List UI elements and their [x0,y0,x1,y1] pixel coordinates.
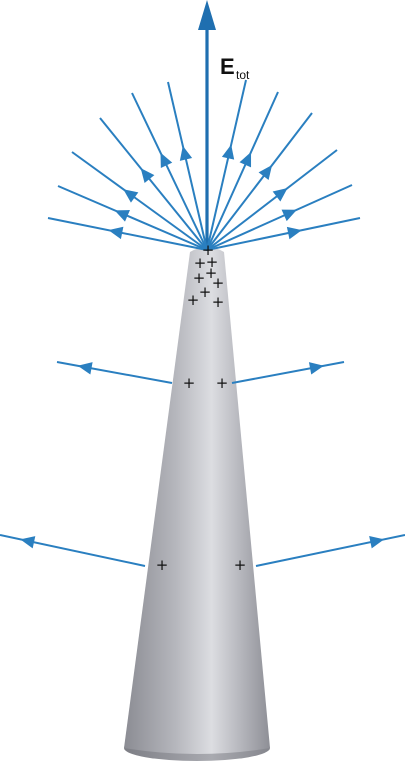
field-arrowhead [20,536,36,549]
positive-charge: + [206,253,219,271]
conductor-cone [124,247,270,761]
positive-charge: + [205,264,218,282]
field-arrowhead [123,189,139,203]
positive-charge: + [234,556,247,574]
positive-charge: + [183,374,196,392]
fan-field-line [167,81,208,251]
side-field-line-low-left [0,534,146,567]
field-arrowhead [258,165,273,181]
fan-field-line [57,185,208,251]
fan-field-line [131,92,208,251]
field-arrowhead [286,226,302,240]
positive-charge: + [193,269,206,287]
field-arrowhead [281,209,297,222]
field-arrowhead [77,362,93,375]
fan-field-line [206,184,353,251]
positive-charge: + [212,293,225,311]
surface-charges: +++++++++++++ [156,241,247,574]
cone-body [124,247,270,754]
fan-field-line [99,117,208,251]
fan-field-line [206,79,247,251]
field-arrowhead [369,536,385,549]
positive-charge: + [212,274,225,292]
field-lines [0,79,405,567]
positive-charge: + [187,291,200,309]
field-arrowhead [114,210,130,222]
field-arrowhead [221,144,235,160]
side-field-line-mid-right [231,361,345,384]
side-field-line-mid-left [56,361,173,384]
field-label-subscript: tot [236,68,250,82]
fan-field-line [206,149,338,251]
field-arrowhead [272,188,288,202]
positive-charge: + [199,283,212,301]
positive-charge: + [202,241,215,259]
field-arrowhead [308,362,324,375]
fan-field-line [47,217,208,251]
fan-field-line [206,91,279,251]
positive-charge: + [194,254,207,272]
field-label: E tot [220,54,250,82]
positive-charge: + [216,374,229,392]
field-label-symbol: E [220,54,235,79]
side-field-line-low-right [255,534,405,567]
fan-field-line [206,112,313,251]
field-arrowhead [179,145,193,161]
field-arrowhead [108,226,124,240]
fan-field-line [206,217,361,251]
fan-field-line [71,151,208,251]
field-arrowhead [160,152,173,169]
field-arrowhead [239,152,252,168]
total-field-vector [198,0,216,246]
field-arrowhead [140,168,155,184]
positive-charge: + [156,556,169,574]
